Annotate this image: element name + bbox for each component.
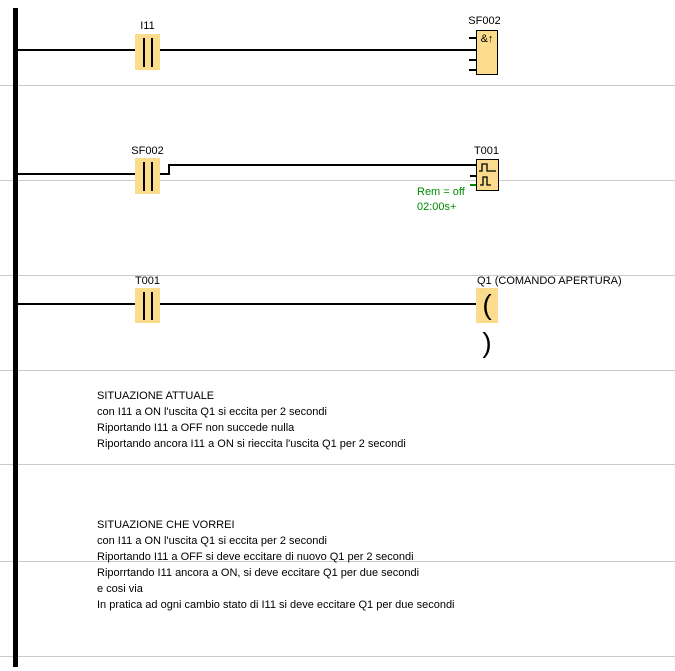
block-input-pin: [469, 59, 476, 61]
comment-situazione-attuale[interactable]: SITUAZIONE ATTUALE con I11 a ON l'uscita…: [97, 388, 406, 452]
rung-separator: [0, 275, 675, 276]
contact-bar: [143, 38, 145, 67]
rung2-wire-left: [17, 173, 135, 175]
rung2-wire-right: [168, 164, 476, 166]
contact-i11[interactable]: [135, 34, 160, 70]
rung-separator: [0, 180, 675, 181]
contact-bar: [151, 38, 153, 67]
comment-line: Riportando ancora I11 a ON si rieccita l…: [97, 438, 406, 450]
block-sf002-and-edge[interactable]: &↑: [476, 30, 498, 75]
comment-line: e cosi via: [97, 583, 143, 595]
comment-line: con I11 a ON l'uscita Q1 si eccita per 2…: [97, 535, 327, 547]
comment-line: In pratica ad ogni cambio stato di I11 s…: [97, 599, 455, 611]
block-input-pin: [469, 37, 476, 39]
power-rail: [13, 8, 18, 667]
wiping-relay-icon: [479, 163, 496, 186]
rung1-block-label: SF002: [468, 15, 501, 27]
contact-bar: [151, 292, 153, 320]
contact-sf002[interactable]: [135, 158, 160, 194]
timer-time-param: 02:00s+: [417, 201, 457, 213]
rung1-wire-left: [17, 49, 135, 51]
comment-line: SITUAZIONE CHE VORREI: [97, 519, 235, 531]
comment-line: Riportando I11 a OFF si deve eccitare di…: [97, 551, 414, 563]
coil-label: Q1 (COMANDO APERTURA): [477, 275, 622, 287]
rung1-contact-label: I11: [140, 20, 155, 32]
rung2-contact-label: SF002: [131, 145, 164, 157]
coil-q1[interactable]: ( ): [476, 288, 498, 358]
comment-situazione-vorrei[interactable]: SITUAZIONE CHE VORREI con I11 a ON l'usc…: [97, 517, 455, 613]
rung-separator: [0, 656, 675, 657]
rung-separator: [0, 85, 675, 86]
rung3-wire-right: [160, 303, 476, 305]
contact-t001[interactable]: [135, 288, 160, 323]
and-edge-icon: &↑: [480, 33, 494, 45]
contact-bar: [143, 162, 145, 191]
comment-line: SITUAZIONE ATTUALE: [97, 390, 215, 402]
rung3-contact-label: T001: [134, 275, 161, 287]
rung1-wire-right: [160, 49, 476, 51]
timer-reset-pin: [470, 175, 476, 177]
block-input-pin: [469, 69, 476, 71]
block-t001-wiping-relay[interactable]: [476, 159, 499, 191]
timer-param-pin: [470, 184, 476, 186]
rung2-wire-step: [160, 173, 170, 175]
rung-separator: [0, 464, 675, 465]
contact-bar: [151, 162, 153, 191]
comment-line: Riportando I11 a OFF non succede nulla: [97, 422, 295, 434]
timer-rem-param: Rem = off: [417, 186, 465, 198]
rung2-block-label: T001: [473, 145, 500, 157]
rung2-wire-riser: [168, 164, 170, 175]
comment-line: con I11 a ON l'uscita Q1 si eccita per 2…: [97, 406, 327, 418]
rung-separator: [0, 561, 675, 562]
contact-bar: [143, 292, 145, 320]
rung-separator: [0, 370, 675, 371]
rung3-wire-left: [17, 303, 135, 305]
coil-icon: ( ): [482, 289, 492, 358]
comment-line: Riporrtando I11 ancora a ON, si deve ecc…: [97, 567, 420, 579]
